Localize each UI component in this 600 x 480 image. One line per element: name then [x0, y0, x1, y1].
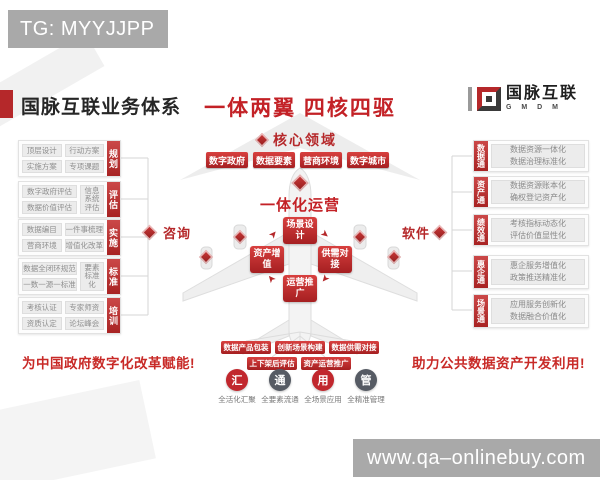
- metric-label: 全精准管理: [347, 395, 385, 404]
- watermark-top-text: TG: MYYJJPP: [20, 17, 155, 40]
- left-group-training: 考核认证 专家师资 资质认定 论坛峰会 培训: [18, 297, 121, 334]
- left-item: 数字政府评估: [22, 185, 77, 198]
- left-item: 专家师资: [64, 301, 104, 314]
- left-tab-implementation: 实施: [107, 220, 120, 255]
- left-item: 专项课题: [64, 160, 104, 173]
- watermark-url-text: www.qa–onlinebuy.com: [367, 446, 586, 469]
- left-item: 营商环境: [22, 239, 62, 252]
- center-headline: 一体两翼 四核四驱: [204, 97, 396, 120]
- left-item: 增值化改革: [64, 239, 104, 252]
- right-group-data: 数据通 数据资源一体化 数据治理标准化: [473, 140, 589, 172]
- left-item: 信息系统评估: [80, 185, 104, 214]
- right-slogan: 助力公共数据资产开发利用!: [412, 356, 585, 371]
- right-item: 政策推送精准化: [510, 273, 566, 282]
- consulting-label: 咨询: [163, 226, 192, 241]
- right-group-performance: 绩效通 考核指标动态化 评估价值显性化: [473, 214, 589, 246]
- left-item: 数据价值评估: [22, 201, 77, 214]
- gmdm-logo-icon: [477, 86, 501, 111]
- core-button-data-elements: 数据要素: [253, 152, 295, 168]
- cycle-scene-design: 场景设计: [283, 217, 317, 244]
- right-tab-performance: 绩效通: [474, 215, 488, 245]
- right-item: 确权登记资产化: [510, 193, 566, 202]
- tail-box-asset-promo: 资产运营推广: [301, 357, 351, 370]
- right-item: 数据融合价值化: [510, 312, 566, 321]
- left-tab-planning: 规划: [107, 141, 120, 176]
- logo-bar-icon: [468, 86, 472, 111]
- left-tab-training: 培训: [107, 298, 120, 333]
- metric-label: 全要素流通: [261, 395, 299, 404]
- left-item: 论坛峰会: [64, 317, 104, 330]
- company-logo: 国脉互联 G M D M: [468, 86, 578, 111]
- right-item: 评估价值显性化: [510, 231, 566, 240]
- left-item: 要素标准化: [80, 262, 104, 291]
- right-item: 应用服务创新化: [510, 300, 566, 310]
- title-accent-block: [0, 90, 13, 118]
- left-tab-evaluation: 评估: [107, 182, 120, 217]
- left-item: 顶层设计: [22, 144, 62, 157]
- right-tab-scenario: 场景通: [474, 295, 488, 327]
- metric-label: 全场景应用: [304, 395, 342, 404]
- left-item: 一数一源一标准: [22, 278, 77, 291]
- tail-box-product-packaging: 数据产品包装: [221, 341, 271, 354]
- metric-circle-yong: 用: [312, 369, 334, 391]
- right-group-scenario: 场景通 应用服务创新化 数据融合价值化: [473, 294, 589, 328]
- tail-box-shelf-evaluation: 上下架后评估: [247, 357, 297, 370]
- tail-box-supply-demand: 数据供需对接: [329, 341, 379, 354]
- cycle-supply-demand: 供需对接: [318, 246, 352, 273]
- left-group-planning: 顶层设计 行动方案 实施方案 专项课题 规划: [18, 140, 121, 177]
- left-item: 数据编目: [22, 223, 62, 236]
- right-item: 惠企服务增值化: [510, 261, 566, 271]
- core-button-digital-gov: 数字政府: [206, 152, 248, 168]
- left-item: 一件事梳理: [64, 223, 104, 236]
- right-tab-enterprise: 惠企通: [474, 256, 488, 288]
- metric-label: 全活化汇聚: [218, 395, 256, 404]
- left-item: 资质认定: [22, 317, 62, 330]
- left-item: 实施方案: [22, 160, 62, 173]
- core-button-digital-city: 数字城市: [347, 152, 389, 168]
- left-item: 数据全闭环规范: [22, 262, 77, 275]
- core-area-label: 核心领域: [273, 132, 337, 148]
- page-title: 国脉互联业务体系: [21, 97, 182, 118]
- logo-name: 国脉互联: [506, 85, 579, 102]
- left-group-standards: 数据全闭环规范 一数一源一标准 要素标准化 标准: [18, 258, 121, 295]
- right-item: 考核指标动态化: [510, 219, 566, 229]
- right-tab-data: 数据通: [474, 141, 488, 171]
- software-label: 软件: [402, 226, 431, 241]
- ops-title: 一体化运营: [259, 197, 340, 214]
- right-tab-asset: 资产通: [474, 177, 488, 207]
- right-group-asset: 资产通 数据资源账本化 确权登记资产化: [473, 176, 589, 208]
- right-item: 数据资源账本化: [510, 181, 566, 191]
- right-item: 数据资源一体化: [510, 145, 566, 155]
- metric-circle-tong: 通: [269, 369, 291, 391]
- metric-circle-hui: 汇: [226, 369, 248, 391]
- logo-subtext: G M D M: [506, 104, 562, 111]
- cycle-asset-value: 资产增值: [250, 246, 284, 273]
- tail-box-scene-building: 创新场景构建: [275, 341, 325, 354]
- metric-circle-guan: 管: [355, 369, 377, 391]
- cycle-operation-promo: 运营推广: [283, 275, 317, 302]
- left-slogan: 为中国政府数字化改革赋能!: [22, 356, 195, 371]
- right-group-enterprise: 惠企通 惠企服务增值化 政策推送精准化: [473, 255, 589, 289]
- left-item: 行动方案: [64, 144, 104, 157]
- left-group-evaluation: 数字政府评估 数据价值评估 信息系统评估 评估: [18, 181, 121, 218]
- watermark-url-badge: www.qa–onlinebuy.com: [353, 439, 600, 477]
- left-item: 考核认证: [22, 301, 62, 314]
- core-button-business-env: 营商环境: [300, 152, 342, 168]
- right-item: 数据治理标准化: [510, 157, 566, 166]
- left-group-implementation: 数据编目 一件事梳理 营商环境 增值化改革 实施: [18, 219, 121, 256]
- watermark-top-badge: TG: MYYJJPP: [8, 10, 168, 48]
- left-tab-standards: 标准: [107, 259, 120, 294]
